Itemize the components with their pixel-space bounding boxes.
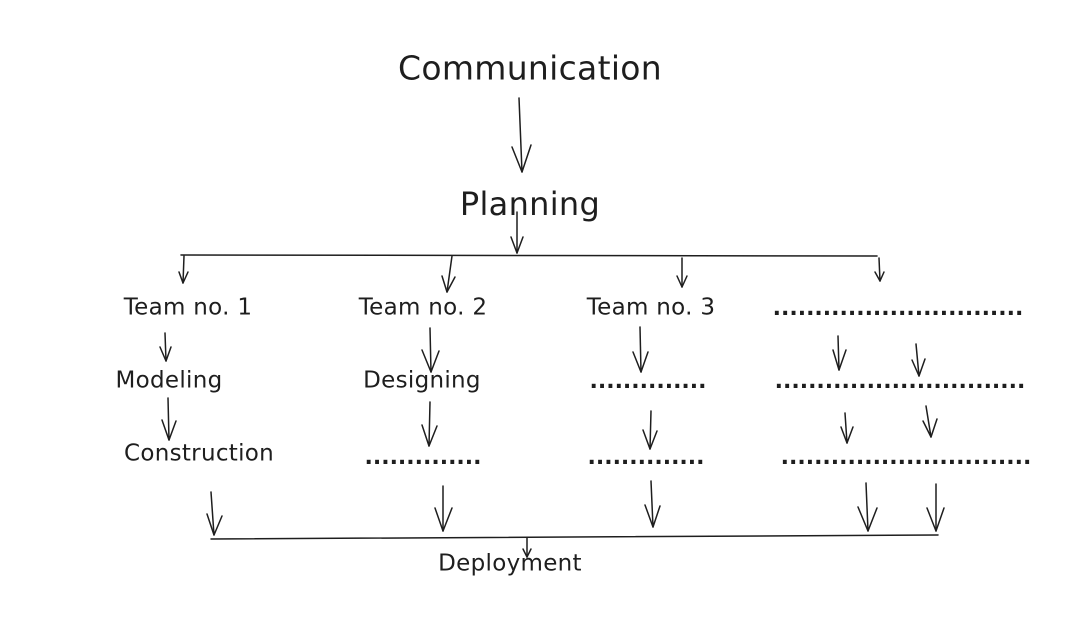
team-2-step-1: Designing: [363, 367, 481, 394]
planning-label: Planning: [459, 185, 601, 223]
team-2-step-2: ..............: [364, 445, 482, 470]
deployment-label: Deployment: [438, 550, 582, 577]
arrow-designing-to-step: [421, 401, 438, 447]
team-3-step-1: ..............: [589, 369, 707, 394]
branch-arrow-team-2: [441, 255, 456, 293]
arrow-team3-to-step1: [632, 326, 649, 373]
arrow-col4-right-to-deployment: [926, 483, 945, 532]
arrow-modeling-to-construction: [161, 397, 177, 441]
arrow-communication-to-planning: [511, 97, 532, 173]
arrow-team1-to-modeling: [159, 332, 172, 362]
arrow-team4-right-1: [911, 343, 926, 377]
team-1-label: Team no. 1: [123, 294, 253, 321]
arrow-col2-to-deployment: [434, 485, 453, 532]
arrow-team4-left-1: [832, 335, 847, 371]
arrow-col1-to-deployment: [206, 491, 223, 536]
branch-arrow-team-3: [676, 257, 688, 288]
team-4-step-2: ..............................: [780, 445, 1032, 470]
arrow-line-to-deployment: [522, 537, 532, 558]
team-1-step-1: Modeling: [115, 367, 223, 394]
team-3-label: Team no. 3: [586, 294, 716, 321]
deployment-line: [210, 534, 939, 540]
arrow-team3-step1-to-step2: [642, 410, 658, 450]
team-4-label: ..............................: [772, 296, 1024, 321]
branch-arrow-team-1: [178, 255, 189, 284]
arrow-team4-left-2: [840, 412, 854, 444]
branch-line: [180, 254, 878, 257]
branch-arrow-team-4: [874, 257, 885, 282]
arrow-team2-to-designing: [421, 327, 440, 373]
arrow-team4-right-2: [922, 405, 938, 438]
team-3-step-2: ..............: [587, 445, 705, 470]
team-1-step-2: Construction: [123, 440, 275, 467]
arrow-col4-left-to-deployment: [857, 482, 878, 532]
communication-label: Communication: [397, 48, 663, 88]
arrow-col3-to-deployment: [644, 480, 661, 528]
team-2-label: Team no. 2: [358, 294, 488, 321]
arrow-planning-to-branch: [510, 211, 524, 254]
team-4-step-1: ..............................: [774, 369, 1026, 394]
